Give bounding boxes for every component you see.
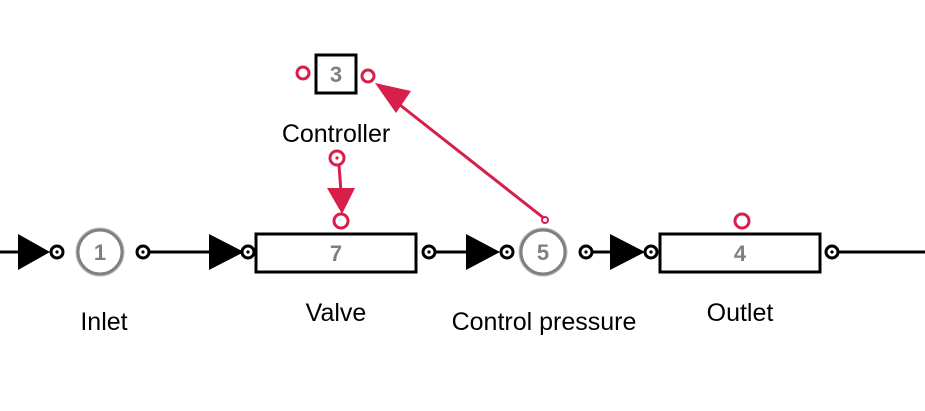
signal-port-centers <box>335 156 549 224</box>
node-inlet-circle[interactable] <box>76 228 124 276</box>
node-pressure-circle[interactable] <box>519 228 567 276</box>
flow-arrows <box>18 234 645 270</box>
node-pressure-label: Control pressure <box>452 308 637 336</box>
node-valve[interactable]: 7 <box>254 232 418 274</box>
node-controller-number: 3 <box>330 62 342 87</box>
port-dot <box>246 250 250 254</box>
node-controller-label: Controller <box>282 120 390 148</box>
node-inlet-shadow <box>75 227 125 277</box>
node-outlet-number: 4 <box>734 241 747 266</box>
port-centers <box>55 250 834 254</box>
flow-arrow-2 <box>209 234 244 270</box>
port-dot <box>141 250 145 254</box>
flow-arrow-1 <box>18 234 50 270</box>
signal-links <box>337 103 546 221</box>
node-controller[interactable]: 3 <box>314 53 358 95</box>
port-dot <box>649 250 653 254</box>
signal-arrow-up-left-icon <box>375 83 411 113</box>
signal-arrow-down-icon <box>327 188 355 214</box>
node-pressure-shadow <box>518 227 568 277</box>
signal-port-dot <box>543 218 547 222</box>
port-controller-out[interactable] <box>360 68 376 84</box>
signal-pressure-to-controller-line <box>399 103 546 221</box>
signal-port-dot <box>335 156 339 160</box>
node-pressure-number: 5 <box>537 240 549 265</box>
signal-arrows <box>327 83 411 214</box>
node-controller-box[interactable] <box>314 53 358 95</box>
port-controller-in[interactable] <box>295 65 311 81</box>
flow-ports[interactable] <box>49 244 840 260</box>
signal-controller-to-valve-line <box>337 164 343 193</box>
node-outlet-label: Outlet <box>707 299 774 327</box>
node-inlet-number: 1 <box>94 240 106 265</box>
node-pressure[interactable]: 5 <box>518 227 568 277</box>
node-valve-box[interactable] <box>254 232 418 274</box>
port-valve-signal[interactable] <box>332 212 350 230</box>
port-dot <box>427 250 431 254</box>
flow-arrow-3 <box>466 234 500 270</box>
node-inlet[interactable]: 1 <box>75 227 125 277</box>
node-outlet[interactable]: 4 <box>658 232 822 274</box>
flow-arrow-4 <box>610 234 645 270</box>
port-dot <box>584 250 588 254</box>
node-valve-number: 7 <box>330 241 342 266</box>
port-outlet-signal[interactable] <box>733 212 751 230</box>
port-dot <box>830 250 834 254</box>
port-dot <box>505 250 509 254</box>
port-dot <box>55 250 59 254</box>
node-valve-label: Valve <box>306 299 367 327</box>
node-inlet-label: Inlet <box>80 308 127 336</box>
node-outlet-box[interactable] <box>658 232 822 274</box>
